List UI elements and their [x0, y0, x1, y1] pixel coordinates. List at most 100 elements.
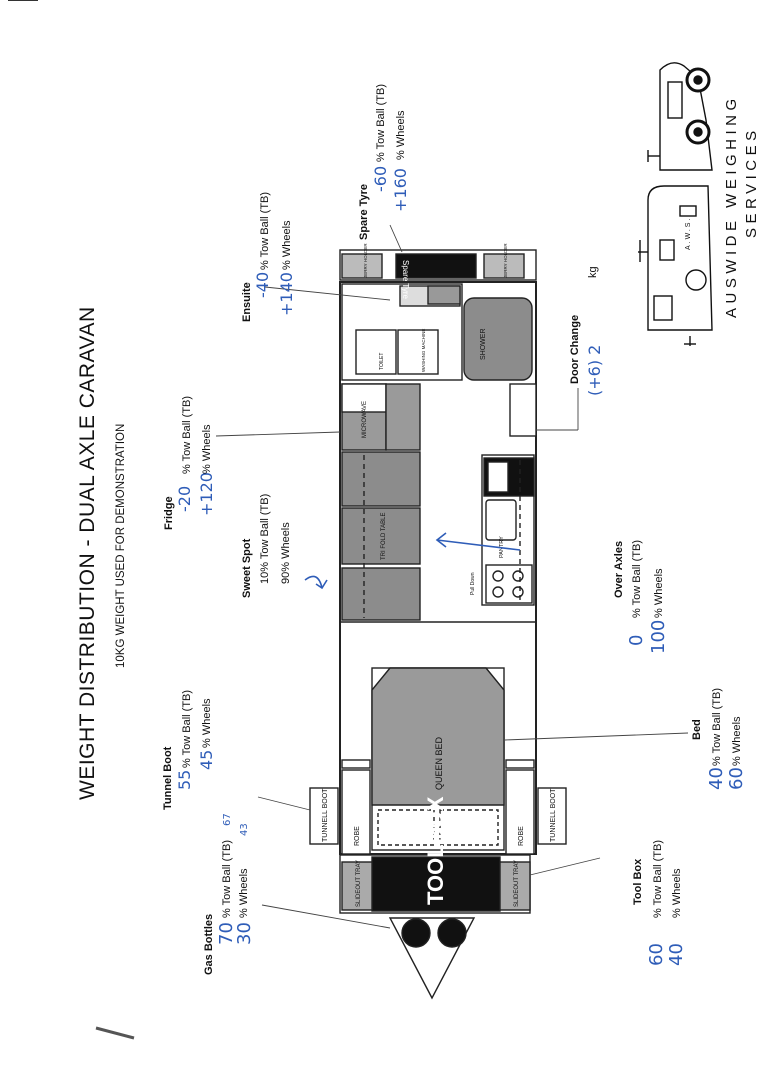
bedside-right — [505, 759, 535, 769]
over-axles-wheels: % Wheels — [653, 568, 665, 618]
over-axles-hw-w: 100 — [648, 620, 669, 654]
gas-bottles-wheels: % Wheels — [238, 868, 250, 918]
ensuite-label: Ensuite — [241, 282, 253, 322]
sweet-spot-wheels: 90% Wheels — [280, 522, 292, 584]
bed-label: Bed — [691, 719, 703, 740]
shower — [463, 297, 533, 381]
washing-machine-label: WASHING MACHINE — [421, 329, 426, 372]
kg-unit: kg — [587, 266, 599, 278]
ensuite-tb: % Tow Ball (TB) — [259, 192, 271, 270]
gas-bottles-hw-tb: 70 — [216, 922, 237, 945]
robe-left — [341, 769, 371, 855]
cooktop — [485, 564, 533, 604]
bed-wheels: % Wheels — [731, 716, 743, 766]
tunnel-boot-left-label: TUNNELL BOOT — [322, 788, 329, 842]
tunnel-boot-right-label: TUNNELL BOOT — [550, 788, 557, 842]
aws-van-text: A.W.S. — [685, 217, 692, 250]
tool-box-hw-tb: 60 — [646, 943, 667, 966]
fridge-wheels: % Wheels — [201, 424, 213, 474]
fridge-hw-tb: -20 — [175, 486, 194, 512]
slideout-tray-left — [341, 861, 373, 911]
ensuite-grey-block — [427, 285, 461, 305]
shower-label: SHOWER — [480, 329, 487, 361]
tray-right-label: SLIDEOUT TRAY — [514, 860, 520, 907]
jerry-holder-right-label: JERRY HOLDER — [503, 243, 508, 278]
toilet-label: TOILET — [379, 353, 385, 370]
pillow-left — [377, 809, 435, 846]
ensuite-wheels: % Wheels — [281, 220, 293, 270]
bed-hw-tb: 40 — [706, 767, 727, 790]
pillow-right — [439, 809, 499, 846]
spare-tyre-box-label: Spare Tyre — [401, 260, 410, 300]
tunnel-boot-right — [537, 787, 567, 845]
sweet-spot-tb: 10% Tow Ball (TB) — [259, 494, 271, 584]
gas-bottles-hw-w: 30 — [234, 922, 255, 945]
over-axles-label: Over Axles — [613, 541, 625, 598]
title-block: WEIGHT DISTRIBUTION - DUAL AXLE CARAVAN … — [76, 306, 127, 800]
slideout-tray-right — [499, 861, 531, 911]
robe-left-label: ROBE — [354, 826, 361, 846]
queen-bed — [371, 667, 505, 806]
door-change-label: Door Change — [569, 315, 581, 384]
jerry-holder-right — [483, 253, 525, 279]
spare-tyre-hw-tb: -60 — [371, 166, 390, 192]
fridge-tb: % Tow Ball (TB) — [181, 396, 193, 474]
toilet — [355, 329, 397, 375]
tri-fold-table-label: TRI FOLD TABLE — [381, 513, 387, 560]
hand-arrows — [304, 532, 521, 590]
tunnel-boot-tb: % Tow Ball (TB) — [181, 690, 193, 768]
queen-bed-label: QUEEN BED — [434, 736, 444, 790]
tunnel-boot-wheels: % Wheels — [201, 698, 213, 748]
fridge-hw-w: +120 — [197, 472, 216, 516]
bed-tb: % Tow Ball (TB) — [711, 688, 723, 766]
sweet-spot-label: Sweet Spot — [241, 538, 253, 598]
leader-lines — [215, 224, 689, 929]
jockey-wheel-left — [401, 918, 431, 948]
jockey-wheel-right — [437, 918, 467, 948]
tool-box-wheels: % Wheels — [671, 868, 683, 918]
toolbox-label: TOOLBOX — [423, 796, 448, 905]
tunnel-boot-hw-tb: 55 — [175, 770, 194, 790]
dinette-seat-1 — [341, 567, 421, 621]
tool-box-tb: % Tow Ball (TB) — [652, 840, 664, 918]
page-title: WEIGHT DISTRIBUTION - DUAL AXLE CARAVAN — [76, 306, 99, 800]
door-change-hw: (+6) 2 — [585, 345, 604, 396]
tunnel-boot-label: Tunnel Boot — [162, 746, 174, 810]
spare-tyre-wheels: % Wheels — [395, 110, 407, 160]
spare-tyre-label: Spare Tyre — [358, 184, 370, 240]
page-subtitle: 10KG WEIGHT USED FOR DEMONSTRATION — [115, 424, 127, 668]
jerry-holder-left — [341, 253, 383, 279]
bed-hw-w: 60 — [726, 767, 747, 790]
fridge-label: Fridge — [163, 496, 175, 530]
tool-box-hw-w: 40 — [666, 943, 687, 966]
spare-tyre-hw-w: +160 — [391, 168, 410, 212]
ensuite-hw-w: +140 — [277, 272, 296, 316]
tri-fold-table — [341, 507, 421, 565]
bedside-left — [341, 759, 371, 769]
jerry-holder-left-label: JERRY HOLDER — [363, 243, 368, 278]
entry-door — [509, 383, 537, 437]
over-axles-hw-tb: 0 — [626, 635, 647, 646]
gas-bottles-label: Gas Bottles — [203, 914, 215, 975]
gas-bottles-hw-tb-note: 67 — [222, 813, 233, 826]
spare-tyre-tb: % Tow Ball (TB) — [375, 84, 387, 162]
sink — [485, 499, 517, 541]
gas-bottles-tb: % Tow Ball (TB) — [221, 840, 233, 918]
dinette-seat-2 — [341, 451, 421, 507]
overhead-cabinet — [385, 383, 421, 451]
aws-logo — [638, 62, 713, 346]
tool-box-label: Tool Box — [632, 858, 644, 905]
tray-left-label: SLIDEOUT TRAY — [356, 860, 362, 907]
pantry-inner — [487, 461, 509, 493]
brand-line-1: AUSWIDE WEIGHING — [723, 94, 740, 318]
robe-right — [505, 769, 535, 855]
ensuite-hw-tb: -40 — [253, 272, 272, 298]
robe-right-label: ROBE — [518, 826, 525, 846]
spare-tyre-box — [395, 253, 477, 279]
tunnel-boot-left — [309, 787, 339, 845]
tunnel-boot-hw-w: 45 — [197, 750, 216, 770]
over-axles-tb: % Tow Ball (TB) — [631, 540, 643, 618]
caravan-floorplan — [309, 249, 567, 1000]
pull-down-label: Pull Down — [470, 572, 476, 595]
